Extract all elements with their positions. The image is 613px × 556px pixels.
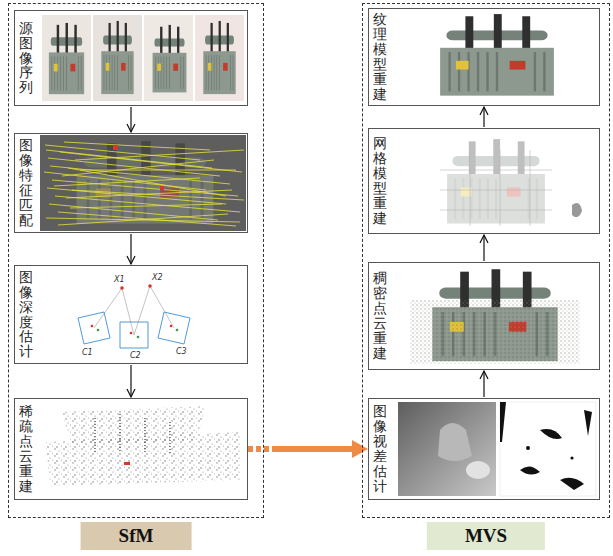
flow-arrow [483,371,484,397]
flow-arrow [483,107,484,127]
mesh-model [396,130,598,232]
dense-point-cloud [396,264,598,368]
process-panel: 纹理模型重建 [368,8,600,106]
process-panel: 图像深度估计 [14,265,248,364]
process-panel: 稠密点云重建 [368,262,600,370]
flow-arrow [130,107,131,132]
transfer-arrow [248,446,356,452]
step-label: 稠密点云重建 [373,271,387,360]
process-panel: 图像特征匹配 [14,133,248,233]
textured-model [396,11,598,102]
step-label: 图像深度估计 [19,270,33,359]
point-label: X2 [152,273,163,282]
stage-region: 纹理模型重建网格模型重建稠密点云重建图像视差估计MVS [362,3,610,518]
stage-region: 源图像序列图像特征匹配图像深度估计稀疏点云重建SfM [8,3,264,518]
point-label: X1 [114,275,125,284]
step-label: 网格模型重建 [373,136,387,225]
point-label: C1 [82,348,93,357]
process-panel: 源图像序列 [14,10,248,106]
photo-thumbnails [40,12,246,104]
process-panel: 图像视差估计 [368,398,600,500]
step-label: 源图像序列 [19,21,33,95]
stage-label: MVS [427,522,545,550]
flow-arrow [483,235,484,261]
flow-arrow [130,234,131,264]
step-label: 纹理模型重建 [373,12,387,101]
step-label: 图像特征匹配 [19,138,33,227]
step-label: 稀疏点云重建 [19,404,33,493]
flow-arrow [130,365,131,397]
disparity-maps [396,400,598,498]
process-panel: 稀疏点云重建 [14,398,248,500]
camera-geometry-figure [70,267,208,362]
point-label: C3 [176,347,187,356]
point-label: C2 [130,351,141,360]
sparse-point-cloud [40,400,246,498]
step-label: 图像视差估计 [373,404,387,493]
process-panel: 网格模型重建 [368,128,600,234]
feature-match-image [40,135,246,231]
stage-label: SfM [81,522,192,550]
